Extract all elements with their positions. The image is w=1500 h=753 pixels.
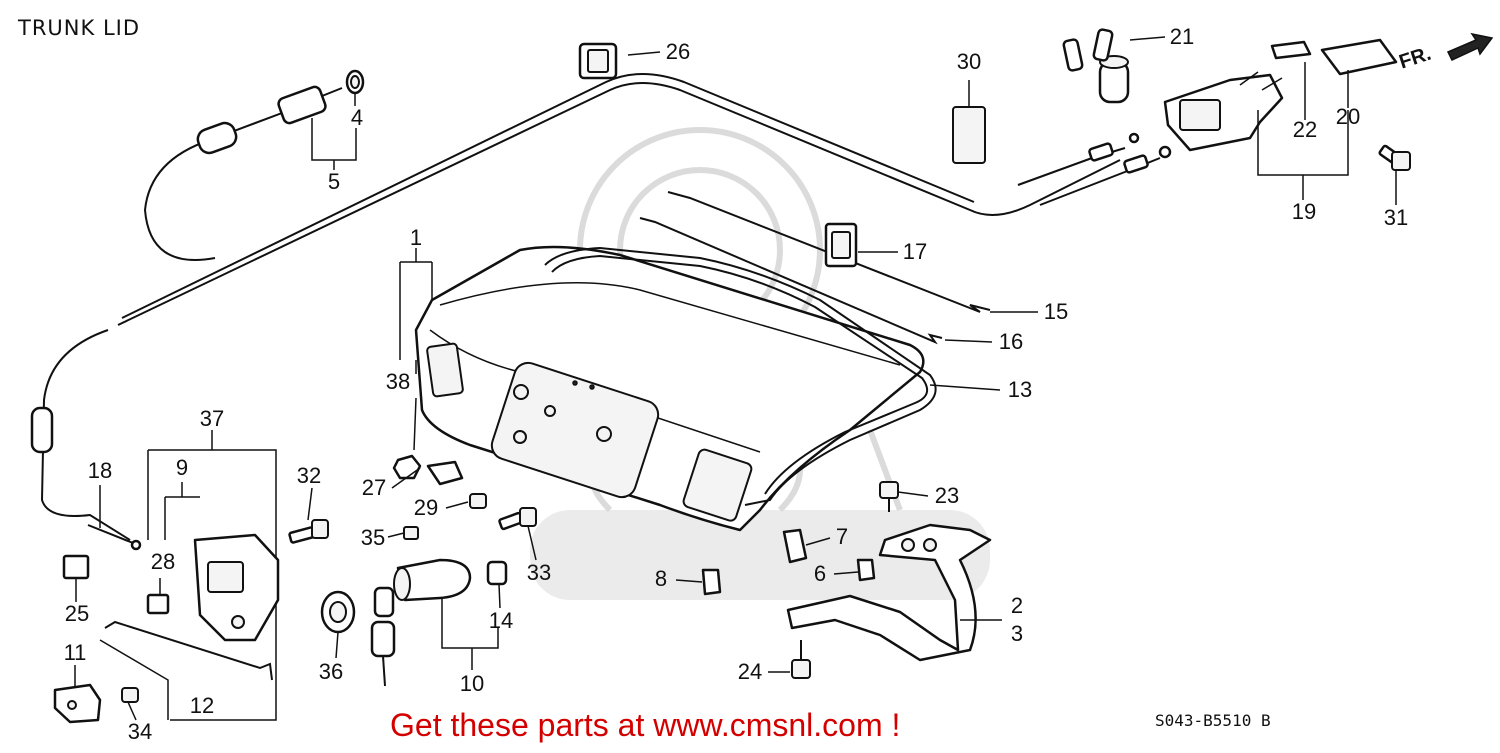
- callout-12[interactable]: 12: [189, 693, 215, 718]
- callout-4[interactable]: 4: [350, 105, 364, 130]
- callout-1[interactable]: 1: [409, 225, 423, 250]
- callout-30[interactable]: 30: [956, 49, 982, 74]
- trunk-hinge: [786, 523, 992, 662]
- callout-14[interactable]: 14: [488, 608, 514, 633]
- callout-26[interactable]: 26: [665, 39, 691, 64]
- callout-23[interactable]: 23: [934, 483, 960, 508]
- callout-13[interactable]: 13: [1007, 377, 1033, 402]
- pad-30: [952, 106, 986, 164]
- callout-36[interactable]: 36: [318, 659, 344, 684]
- callout-21[interactable]: 21: [1169, 24, 1195, 49]
- callout-32[interactable]: 32: [296, 463, 322, 488]
- callout-9[interactable]: 9: [175, 455, 189, 480]
- callout-3[interactable]: 3: [1010, 621, 1024, 646]
- callout-8[interactable]: 8: [654, 566, 668, 591]
- callout-25[interactable]: 25: [64, 601, 90, 626]
- torsion-bar-15: [667, 191, 991, 313]
- key-cylinder: [396, 558, 472, 602]
- diagram-code: S043-B5510 B: [1155, 711, 1271, 730]
- callout-19[interactable]: 19: [1291, 199, 1317, 224]
- callout-34[interactable]: 34: [127, 719, 153, 744]
- front-arrow: [1446, 32, 1494, 61]
- callout-16[interactable]: 16: [998, 329, 1024, 354]
- callout-11[interactable]: 11: [63, 640, 87, 665]
- callout-37[interactable]: 37: [199, 406, 225, 431]
- callout-2[interactable]: 2: [1010, 593, 1024, 618]
- callout-31[interactable]: 31: [1383, 205, 1409, 230]
- callout-33[interactable]: 33: [526, 560, 552, 585]
- callout-28[interactable]: 28: [150, 549, 176, 574]
- callout-18[interactable]: 18: [87, 458, 113, 483]
- leader-lines: [74, 36, 1397, 721]
- callout-5[interactable]: 5: [327, 169, 341, 194]
- callout-10[interactable]: 10: [459, 671, 485, 696]
- callout-20[interactable]: 20: [1335, 104, 1361, 129]
- callout-29[interactable]: 29: [413, 495, 439, 520]
- weatherstrip: [544, 246, 937, 506]
- callout-35[interactable]: 35: [360, 525, 386, 550]
- latch-19: [1163, 73, 1284, 152]
- trunk-lid: [414, 245, 925, 532]
- callout-17[interactable]: 17: [902, 239, 928, 264]
- promo-link-text[interactable]: Get these parts at www.cmsnl.com !: [390, 707, 901, 743]
- callout-15[interactable]: 15: [1043, 299, 1069, 324]
- callout-38[interactable]: 38: [385, 369, 411, 394]
- callout-24[interactable]: 24: [737, 659, 763, 684]
- callout-6[interactable]: 6: [813, 561, 827, 586]
- callout-22[interactable]: 22: [1292, 117, 1318, 142]
- torsion-bar-16: [639, 217, 943, 345]
- callout-7[interactable]: 7: [835, 524, 849, 549]
- release-cable: [117, 82, 1121, 326]
- diagram-title: TRUNK LID: [18, 16, 141, 40]
- callout-27[interactable]: 27: [361, 475, 387, 500]
